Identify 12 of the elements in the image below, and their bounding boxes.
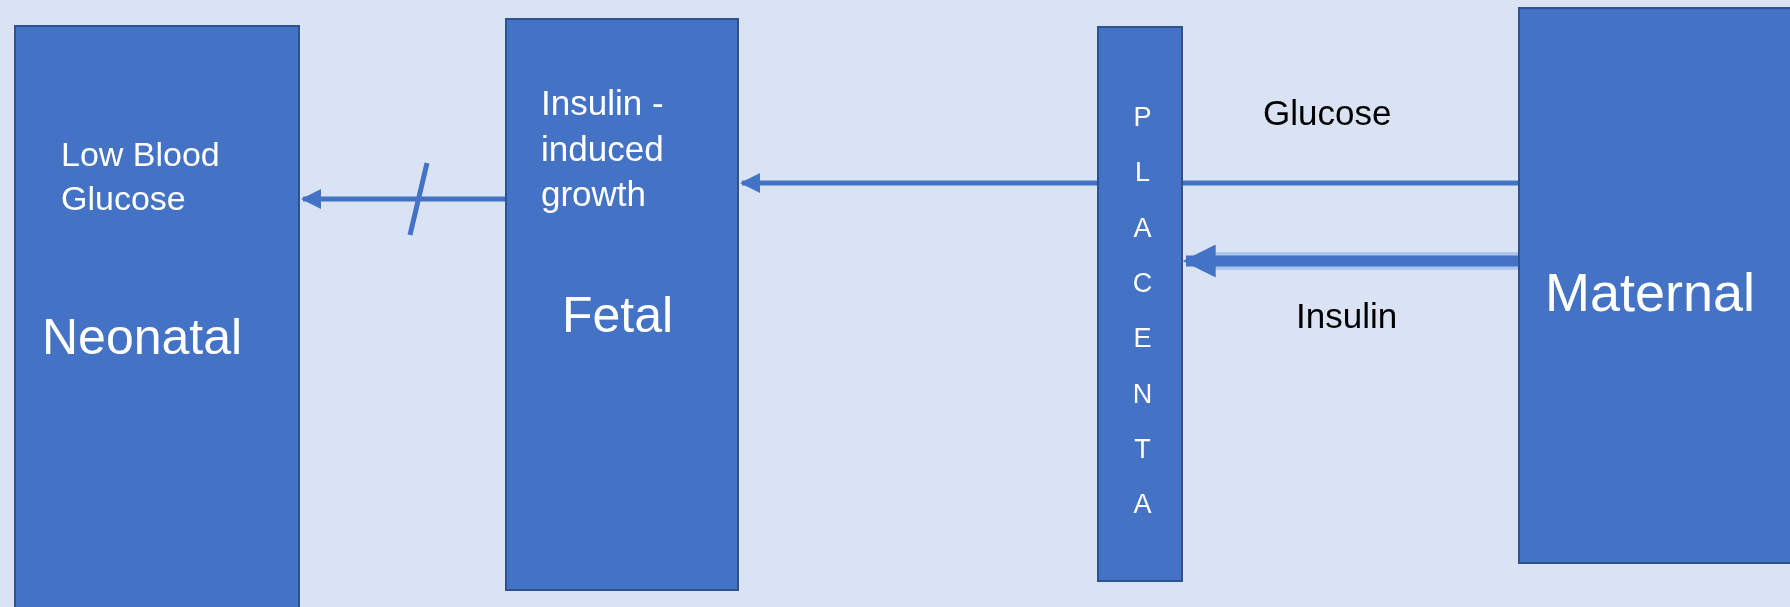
edge-label: Glucose [1263, 95, 1392, 130]
vertical-label: PLACENTA [1131, 101, 1154, 522]
stage-title: Maternal [1545, 265, 1756, 319]
stage-box [14, 25, 300, 607]
stage-title: Fetal [562, 290, 674, 340]
stage-title: Neonatal [42, 312, 243, 362]
stage-box [1518, 7, 1790, 564]
placenta-bar [1097, 26, 1183, 582]
edge-label: Insulin [1296, 298, 1398, 333]
stage-note: Low Blood Glucose [61, 134, 221, 220]
stage-box [505, 18, 739, 591]
stage-note: Insulin - induced growth [541, 82, 665, 215]
